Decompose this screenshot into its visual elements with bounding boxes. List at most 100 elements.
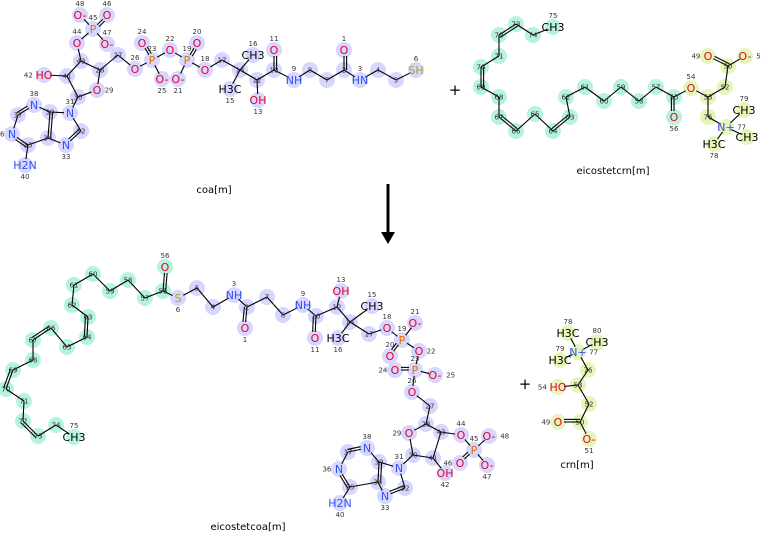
atom-symbol: N+	[569, 346, 586, 359]
bond-double	[339, 475, 349, 489]
atom-symbol: N	[395, 462, 403, 475]
atom-number: 13	[254, 108, 263, 116]
atom-symbol: O	[270, 44, 279, 57]
atom-number: 12	[253, 77, 262, 85]
bond	[72, 117, 82, 132]
atom-number: 49	[691, 53, 700, 61]
atom-number: 37	[344, 449, 353, 457]
atom-highlight	[737, 48, 753, 64]
atom-number: 58	[124, 277, 133, 285]
atom-symbol: H3C	[557, 327, 580, 340]
bond	[245, 306, 248, 323]
atom-number: 22	[427, 348, 436, 356]
atom-number: 28	[96, 67, 105, 75]
atom-number: 74	[529, 32, 538, 40]
atom-symbol: O	[241, 322, 250, 335]
atom-number: 80	[593, 327, 602, 335]
bond	[403, 454, 414, 465]
atom-number: 38	[363, 433, 372, 441]
bond	[341, 321, 351, 334]
atom-number: 57	[141, 295, 150, 303]
bond	[109, 279, 129, 292]
bond	[92, 273, 111, 292]
atom-number: 49	[541, 419, 550, 427]
atom-number: 36	[0, 131, 5, 139]
atom-number: 53	[574, 382, 583, 390]
atom-highlight	[332, 495, 348, 511]
atom-number: 37	[14, 112, 23, 120]
bond	[162, 272, 166, 292]
atom-number: 55	[159, 288, 168, 296]
atom-number: 56	[161, 252, 170, 260]
atom-number: 66	[512, 128, 521, 136]
atom-number: 59	[617, 84, 626, 92]
atom-number: 69	[477, 84, 486, 92]
bond	[49, 74, 68, 77]
atom-number: 70	[477, 64, 486, 72]
atom-number: 38	[30, 90, 39, 98]
atom-highlight	[336, 42, 352, 58]
bond	[565, 86, 586, 98]
bond	[498, 116, 517, 132]
bond	[696, 90, 709, 98]
atom-highlight	[162, 42, 178, 58]
bond	[579, 403, 590, 423]
atom-highlight	[481, 428, 497, 444]
bond	[731, 129, 742, 135]
atom-highlight	[226, 287, 242, 303]
atom-number: 75	[549, 12, 558, 20]
bond	[432, 431, 442, 459]
atom-symbol: P	[90, 23, 97, 36]
atom-number: 5	[394, 77, 398, 85]
atom-number: 60	[89, 271, 98, 279]
atom-symbol: N	[30, 99, 38, 112]
bond	[221, 59, 241, 71]
atom-symbol: H2N	[13, 159, 37, 172]
bond	[341, 451, 349, 464]
atom-symbol: N+	[717, 121, 734, 134]
atom-number: 28	[422, 421, 431, 429]
atom-number: 68	[29, 357, 38, 365]
atom-number: 79	[740, 95, 749, 103]
atom-symbol: O	[386, 350, 395, 363]
atom-number: 9	[292, 65, 296, 73]
atom-number: 70	[2, 386, 11, 394]
atom-symbol: O	[405, 427, 414, 440]
atom-highlight	[189, 35, 205, 51]
atom-number: 8	[308, 67, 312, 75]
bond	[70, 130, 82, 142]
atom-symbol: N	[8, 128, 16, 141]
atom-number: 72	[495, 32, 504, 40]
atom-number: 14	[236, 67, 245, 75]
atom-highlight	[266, 42, 282, 58]
bond	[414, 423, 427, 431]
bond	[336, 296, 341, 308]
atom-symbol: S	[175, 292, 182, 305]
atom-number: 42	[441, 481, 450, 489]
atom-number: 13	[337, 276, 346, 284]
atom-number: 10	[312, 313, 321, 321]
atom-number: 55	[670, 94, 679, 102]
bond	[326, 69, 345, 81]
bond	[73, 273, 94, 286]
atom-symbol: P	[184, 54, 191, 67]
atom-number: 2	[342, 67, 346, 75]
bond	[239, 59, 250, 71]
bond-double	[31, 325, 50, 339]
atom-number: 24	[378, 367, 387, 375]
atom-highlight	[222, 81, 238, 97]
atom-number: 1	[243, 336, 247, 344]
atom-highlight	[237, 320, 253, 336]
atom-number: 50	[576, 419, 585, 427]
bond	[232, 69, 241, 84]
atom-number: 46	[443, 460, 452, 468]
atom-highlight	[89, 82, 105, 98]
bond	[349, 321, 370, 335]
atom-number: 35	[346, 484, 355, 492]
atom-highlight	[387, 362, 403, 378]
atom-number: 52	[585, 401, 594, 409]
atom-number: 21	[174, 87, 183, 95]
atom-number: 64	[549, 128, 558, 136]
atom-highlight	[736, 102, 752, 118]
bond	[425, 423, 442, 433]
